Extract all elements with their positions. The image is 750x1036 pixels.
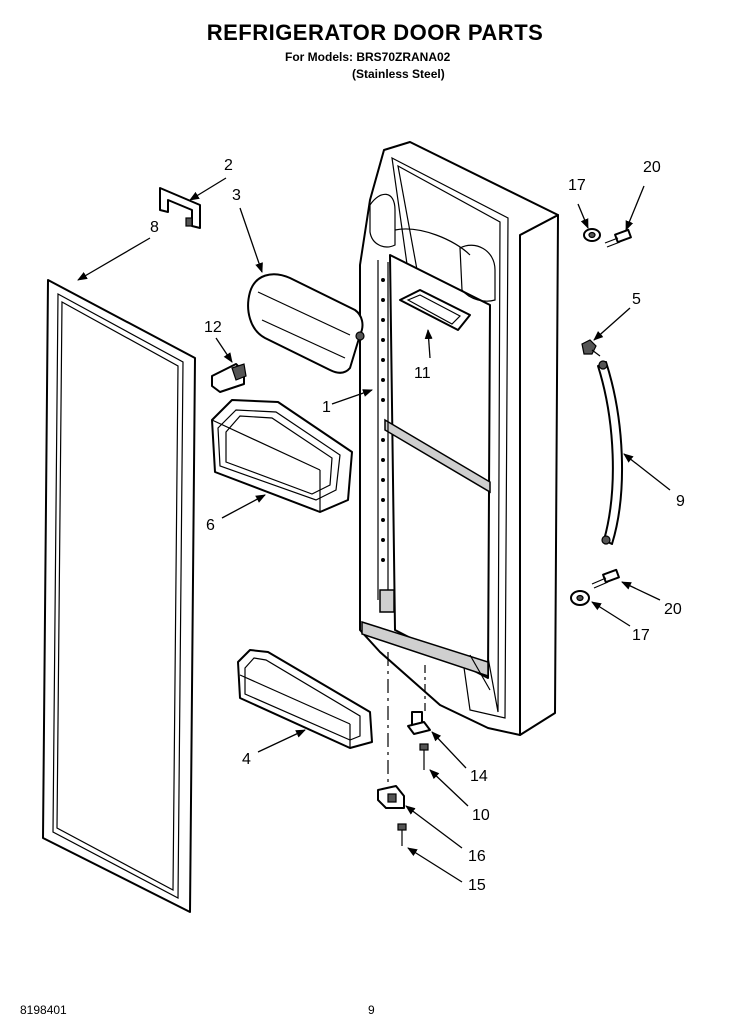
hinge-hardware [377, 652, 431, 846]
dairy-bin-part-11 [399, 289, 471, 331]
callout-6: 6 [206, 517, 215, 534]
finish-line: (Stainless Steel) [352, 67, 445, 81]
door-bin-part-6 [211, 399, 353, 513]
dairy-cover-part-3 [247, 273, 365, 374]
callout-20-top: 20 [643, 159, 661, 176]
callout-17-bottom: 17 [632, 627, 650, 644]
handle-part-9 [597, 360, 624, 545]
callout-15: 15 [468, 877, 486, 894]
screw-part-20-bottom [591, 568, 620, 589]
door-gasket-part-8 [42, 279, 196, 913]
callout-5: 5 [632, 291, 641, 308]
spacer-part-17-top [583, 228, 601, 242]
callout-3: 3 [232, 187, 241, 204]
callout-1: 1 [322, 399, 331, 416]
hinge-bracket-part-16 [377, 785, 405, 809]
callout-labels: 2 3 8 12 1 11 6 4 17 20 5 9 20 17 14 10 … [150, 157, 685, 894]
models-line: For Models: BRS70ZRANA02 [285, 50, 451, 64]
spacer-part-17-bottom [570, 590, 590, 606]
callout-2: 2 [224, 157, 233, 174]
screw-part-5 [581, 339, 601, 357]
screw-part-15 [397, 823, 407, 846]
callout-4: 4 [242, 751, 251, 768]
bin-clip-part-2 [159, 187, 201, 229]
callout-11: 11 [414, 365, 431, 382]
callout-16: 16 [468, 848, 486, 865]
callout-20-bottom: 20 [664, 601, 682, 618]
clip-part-12 [211, 363, 247, 393]
page-title: REFRIGERATOR DOOR PARTS [206, 20, 544, 45]
screw-part-10 [419, 743, 429, 770]
callout-12: 12 [204, 319, 222, 336]
hinge-pin-part-14 [407, 711, 431, 735]
document-number: 8198401 [20, 1003, 67, 1017]
callout-17-top: 17 [568, 177, 586, 194]
lower-bin-part-4 [237, 649, 373, 749]
callout-14: 14 [470, 768, 488, 785]
door-assembly-part-1 [359, 141, 559, 736]
leader-lines [77, 177, 671, 883]
callout-9: 9 [676, 493, 685, 510]
callout-10: 10 [472, 807, 490, 824]
page-number: 9 [368, 1003, 375, 1017]
handle-hardware [570, 228, 632, 606]
screw-part-20-top [604, 228, 632, 248]
callout-8: 8 [150, 219, 159, 236]
